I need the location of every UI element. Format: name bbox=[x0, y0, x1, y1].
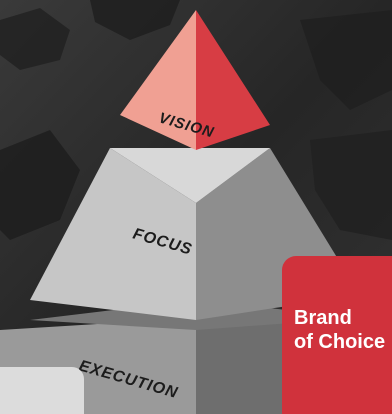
focus-tier-left-face bbox=[110, 148, 270, 203]
vision-tier-left-face bbox=[120, 10, 196, 150]
focus-tier-front-face bbox=[30, 148, 196, 320]
brand-of-choice-box: Brand of Choice bbox=[282, 256, 392, 414]
brand-line-1: Brand bbox=[294, 307, 352, 329]
brand-of-choice-text: Brand of Choice bbox=[294, 306, 390, 354]
map-landmass bbox=[310, 130, 392, 240]
map-landmass bbox=[300, 10, 392, 110]
map-landmass bbox=[0, 130, 80, 240]
map-landmass bbox=[90, 0, 180, 40]
corner-card bbox=[0, 367, 84, 414]
brand-line-2: of Choice bbox=[294, 331, 386, 353]
vision-tier-right-face bbox=[196, 10, 270, 150]
map-landmass bbox=[0, 8, 70, 70]
